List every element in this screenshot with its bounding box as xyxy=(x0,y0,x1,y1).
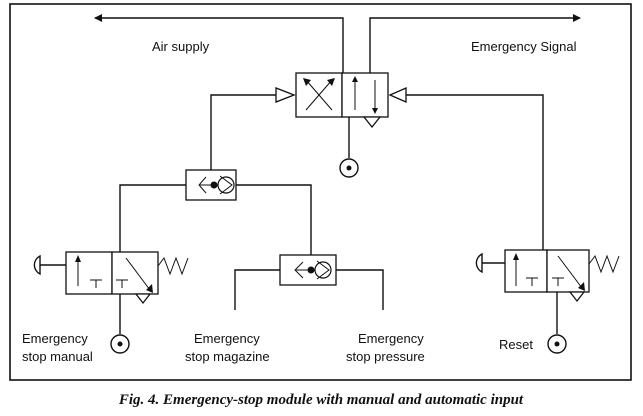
figure-caption: Fig. 4. Emergency-stop module with manua… xyxy=(118,392,524,408)
pressure-source-manual xyxy=(110,334,130,354)
diagram-frame xyxy=(9,3,632,381)
label-emergency-stop-manual: Emergency stop manual xyxy=(22,331,93,364)
main-valve xyxy=(275,72,407,129)
label-pressure-line2: stop pressure xyxy=(346,349,425,364)
pressure-source-reset xyxy=(547,334,567,354)
emergency-signal-line xyxy=(369,14,581,74)
shuttle-valve-lower xyxy=(279,254,337,286)
label-pressure-line1: Emergency xyxy=(358,331,424,346)
label-magazine-line2: stop magazine xyxy=(185,349,270,364)
manual-stop-valve xyxy=(33,251,189,305)
shuttle-valve-upper xyxy=(185,169,237,201)
label-manual-line1: Emergency xyxy=(22,331,88,346)
label-reset: Reset xyxy=(499,337,533,352)
pressure-source-main xyxy=(339,158,359,178)
label-magazine-line1: Emergency xyxy=(194,331,260,346)
air-supply-label: Air supply xyxy=(152,39,210,54)
air-supply-line xyxy=(94,14,344,74)
label-manual-line2: stop manual xyxy=(22,349,93,364)
reset-valve xyxy=(475,249,620,303)
label-emergency-stop-pressure: Emergency stop pressure xyxy=(346,331,427,364)
label-emergency-stop-magazine: Emergency stop magazine xyxy=(185,331,270,364)
emergency-signal-label: Emergency Signal xyxy=(471,39,577,54)
